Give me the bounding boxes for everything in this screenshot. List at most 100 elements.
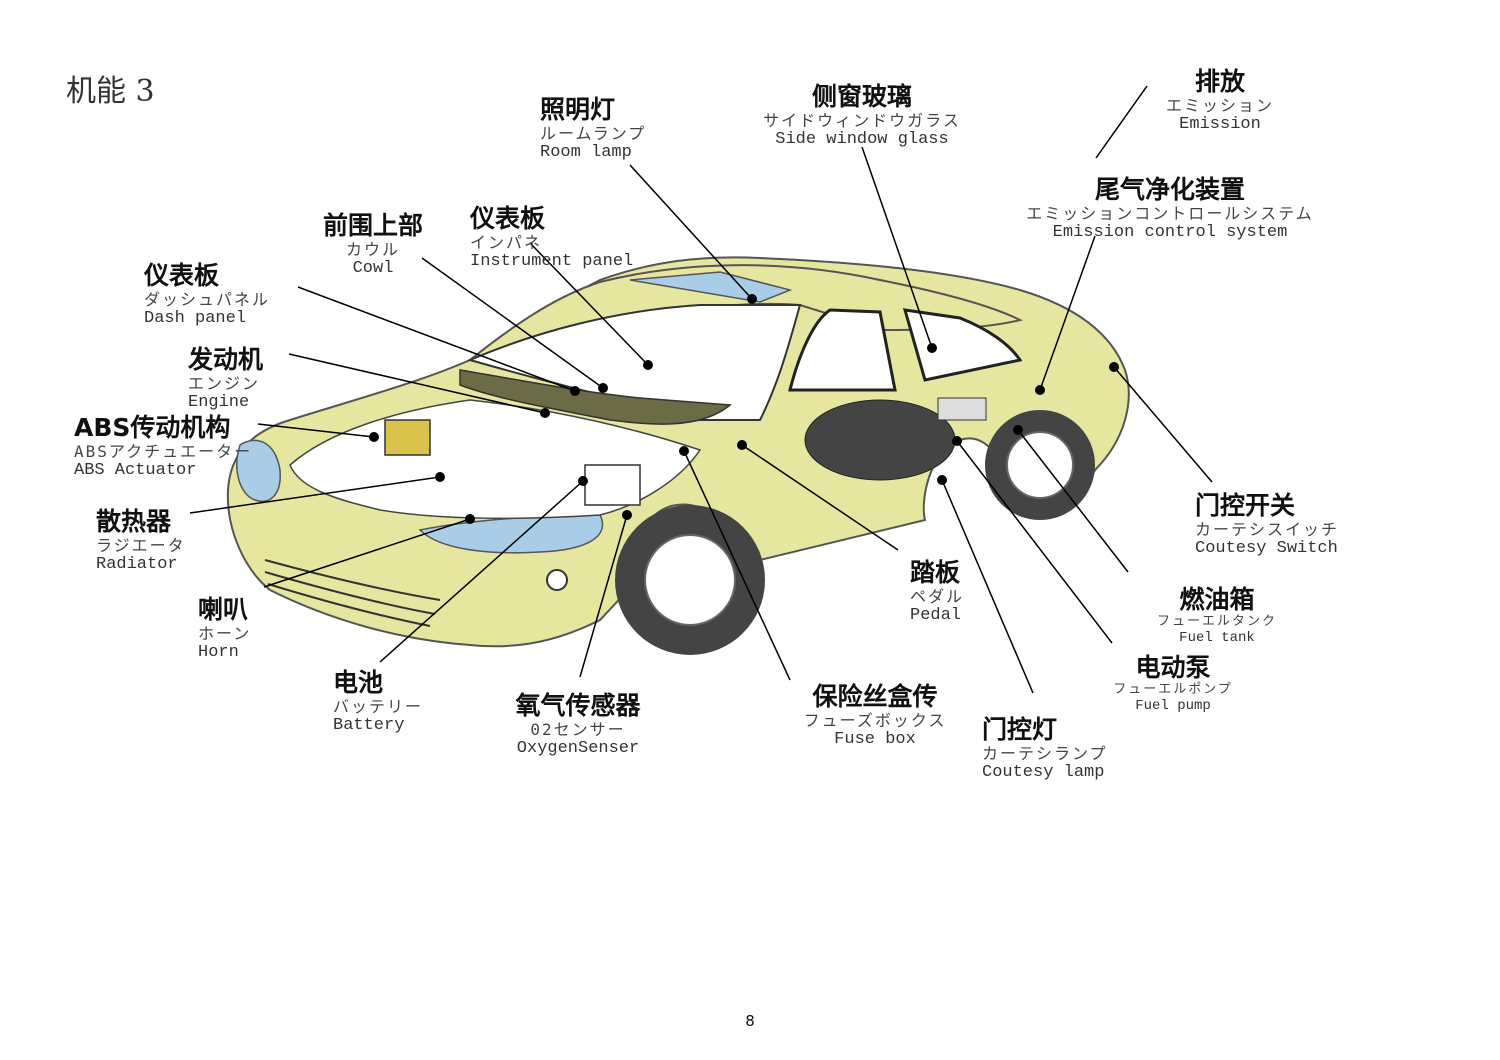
label-instrument-panel: 仪表板 インパネ Instrument panel <box>470 204 634 272</box>
label-zh: 电池 <box>333 668 384 697</box>
leader-cowl <box>421 257 604 389</box>
page-number: 8 <box>745 1012 755 1030</box>
label-ja: カウル <box>345 239 401 259</box>
leader-pedal <box>741 444 899 551</box>
label-battery: 电池 バッテリー Battery <box>333 668 424 736</box>
fuel-tank-shape <box>804 399 956 481</box>
label-en: Pedal <box>910 606 962 626</box>
leader-emission-control <box>1039 235 1096 391</box>
label-en: Radiator <box>96 555 178 575</box>
label-zh: 门控开关 <box>1195 491 1296 520</box>
leader-dash-panel <box>297 286 576 392</box>
side-window-front <box>788 308 897 392</box>
label-courtesy-switch: 门控开关 カーテシスイッチ Coutesy Switch <box>1195 491 1340 559</box>
leader-emission <box>1095 85 1148 159</box>
label-ja: カーテシランプ <box>982 743 1108 763</box>
label-zh: 发动机 <box>188 345 264 374</box>
label-zh: 尾气净化装置 <box>1094 175 1245 204</box>
label-zh: 仪表板 <box>144 261 220 290</box>
label-en: Coutesy Switch <box>1195 539 1338 559</box>
leader-instrument-panel <box>529 242 649 366</box>
label-oxygen: 氧气传感器 02センサー OxygenSenser <box>515 691 641 759</box>
leader-battery <box>379 480 584 663</box>
label-ja: ABSアクチュエーター <box>74 441 253 461</box>
rear-wheel <box>985 410 1095 520</box>
label-zh: 电动泵 <box>1135 653 1211 682</box>
label-zh: 喇叭 <box>198 595 249 624</box>
label-ja: インパネ <box>470 232 543 252</box>
label-ja: ルームランプ <box>540 123 647 143</box>
label-zh: 照明灯 <box>540 95 616 124</box>
leader-radiator <box>189 476 441 514</box>
label-ja: ラジエータ <box>96 535 186 555</box>
label-ja: エミッションコントロールシステム <box>1026 203 1314 223</box>
label-ja: フューエルポンプ <box>1113 681 1233 697</box>
front-grille <box>264 559 441 627</box>
label-ja: カーテシスイッチ <box>1195 519 1340 539</box>
label-ja: サイドウィンドウガラス <box>763 110 961 130</box>
page-title: 机能 3 <box>66 74 155 109</box>
label-engine: 发动机 エンジン Engine <box>188 345 264 413</box>
label-en: Emission <box>1179 115 1261 135</box>
label-en: Fuel pump <box>1135 697 1211 714</box>
label-ja: バッテリー <box>333 696 424 716</box>
label-abs: ABS传动机构 ABSアクチュエーター ABS Actuator <box>74 413 253 481</box>
label-ja: ペダル <box>910 586 965 606</box>
label-pedal: 踏板 ペダル Pedal <box>910 558 965 626</box>
fog-lamp <box>546 569 568 591</box>
label-zh: 排放 <box>1194 67 1246 96</box>
label-en: Coutesy lamp <box>982 763 1105 783</box>
label-en: Side window glass <box>775 130 949 150</box>
pointer-dots <box>369 294 1119 524</box>
label-fuse-box: 保险丝盒传 フューズボックス Fuse box <box>803 682 947 750</box>
label-zh: 燃油箱 <box>1179 585 1255 614</box>
label-zh: 门控灯 <box>982 715 1058 744</box>
label-en: Engine <box>188 393 250 413</box>
label-cowl: 前围上部 カウル Cowl <box>322 211 424 279</box>
label-ja: フューズボックス <box>803 710 947 730</box>
leader-horn <box>263 518 471 588</box>
abs-unit <box>384 419 431 456</box>
label-zh: ABS传动机构 <box>74 413 231 442</box>
dash-panel-shape <box>459 369 732 425</box>
label-emission: 排放 エミッション Emission <box>1165 67 1275 135</box>
leader-fuel-pump <box>956 440 1113 644</box>
leader-fuel-tank <box>1017 429 1129 573</box>
label-ja: フューエルタンク <box>1156 613 1278 629</box>
label-ja: エミッション <box>1165 95 1275 115</box>
label-dash-panel: 仪表板 ダッシュパネル Dash panel <box>144 261 271 329</box>
car-illustration <box>226 256 1130 655</box>
leader-courtesy-switch <box>1113 366 1213 483</box>
label-zh: 氧气传感器 <box>515 691 641 720</box>
label-courtesy-lamp: 门控灯 カーテシランプ Coutesy lamp <box>982 715 1108 783</box>
headlight-left <box>236 439 281 502</box>
label-en: Fuel tank <box>1179 629 1255 646</box>
label-zh: 侧窗玻璃 <box>811 82 912 111</box>
label-ja: エンジン <box>188 373 261 393</box>
leader-engine <box>288 353 546 414</box>
label-en: Dash panel <box>144 309 247 329</box>
leader-room-lamp <box>629 164 753 300</box>
leader-oxygen <box>579 514 628 678</box>
label-zh: 前围上部 <box>322 211 424 240</box>
label-en: Emission control system <box>1052 223 1288 243</box>
label-horn: 喇叭 ホーン Horn <box>198 595 251 663</box>
battery-box <box>584 464 641 506</box>
label-zh: 踏板 <box>910 558 961 587</box>
label-emission-control: 尾气净化装置 エミッションコントロールシステム Emission control… <box>1026 175 1314 243</box>
label-ja: 02センサー <box>530 719 626 739</box>
label-en: Fuse box <box>834 730 916 750</box>
label-en: Cowl <box>352 259 394 279</box>
label-en: Instrument panel <box>470 252 634 272</box>
label-radiator: 散热器 ラジエータ Radiator <box>96 507 186 575</box>
label-zh: 仪表板 <box>470 204 546 233</box>
label-en: Battery <box>333 716 405 736</box>
leader-courtesy-lamp <box>941 479 1034 694</box>
front-wheel <box>615 505 765 655</box>
headlight-right <box>418 514 604 554</box>
label-zh: 保险丝盒传 <box>812 682 938 711</box>
leader-fuse-box <box>683 450 791 681</box>
label-zh: 散热器 <box>96 507 172 536</box>
label-ja: ダッシュパネル <box>144 289 271 309</box>
